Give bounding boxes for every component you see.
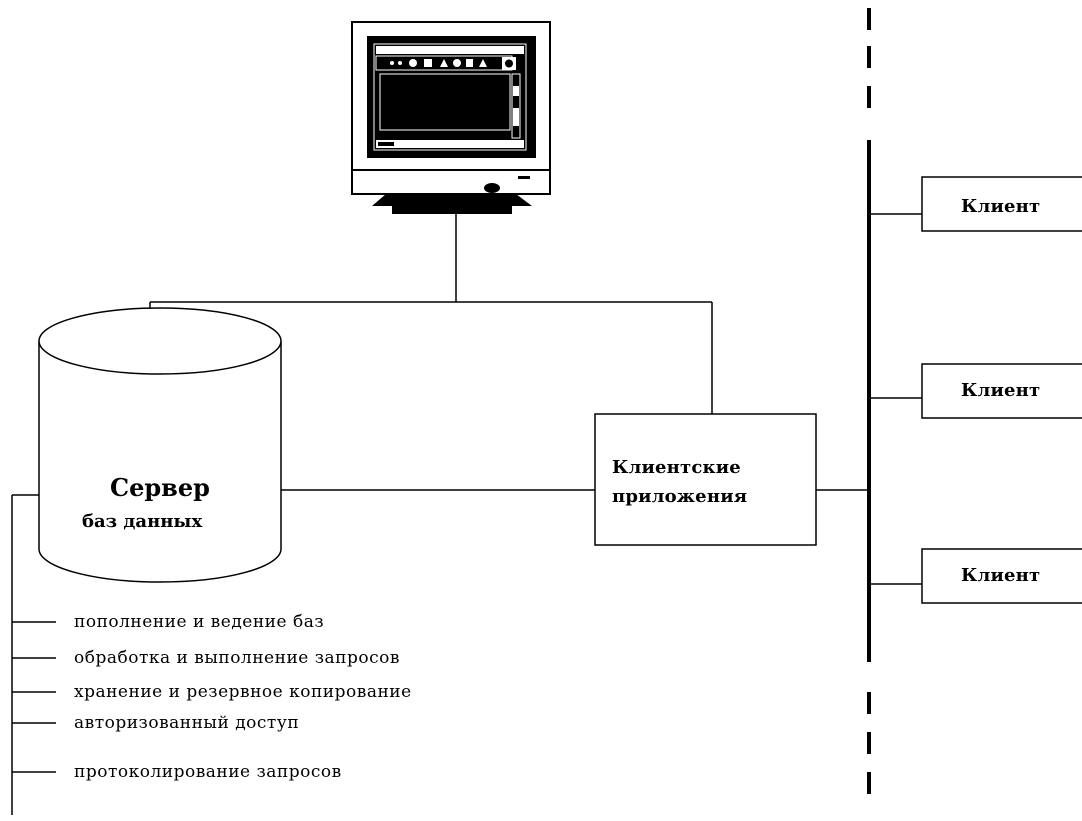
client-box: Клиент — [921, 176, 1082, 232]
server-function-item: обработка и выполнение запросов — [74, 648, 400, 668]
server-function-item: хранение и резервное копирование — [74, 682, 412, 702]
client-applications-box: Клиентские приложения — [594, 413, 817, 546]
client-label: Клиент — [961, 565, 1040, 586]
server-title: Сервер — [110, 473, 210, 502]
client-label: Клиент — [961, 380, 1040, 401]
client-box: Клиент — [921, 363, 1082, 419]
server-subtitle: баз данных — [82, 511, 202, 532]
client-apps-label-line1: Клиентские — [612, 457, 741, 478]
database-server-cylinder — [38, 307, 282, 583]
server-function-item: пополнение и ведение баз — [74, 612, 324, 632]
client-box: Клиент — [921, 548, 1082, 604]
client-apps-label-line2: приложения — [612, 486, 747, 507]
client-label: Клиент — [961, 196, 1040, 217]
server-function-item: авторизованный доступ — [74, 713, 299, 733]
workstation-computer-icon — [351, 21, 551, 214]
server-function-item: протоколирование запросов — [74, 762, 342, 782]
server-functions-bracket — [11, 494, 56, 815]
